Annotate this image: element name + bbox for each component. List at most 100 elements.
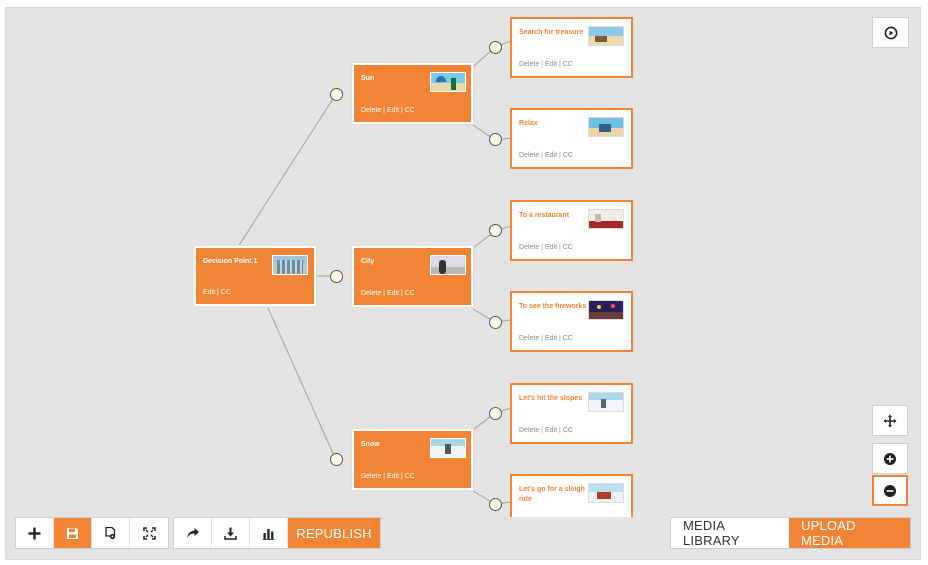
node-title: City [361,258,375,265]
edit-link[interactable]: Edit [544,61,558,68]
edit-link[interactable]: Edit [386,290,400,297]
connector-knob[interactable] [330,270,343,283]
cc-link[interactable]: CC [404,473,415,480]
node-title: Relax [519,120,538,127]
node-actions: Delete | Edit | CC [519,427,573,434]
node-title: Snow [361,441,380,448]
connector-knob[interactable] [330,453,343,466]
decision-point-node[interactable]: Decision Point 1 Edit | CC [194,246,316,306]
cc-link[interactable]: CC [404,107,415,114]
node-title: Let's go for a sleigh ride [519,486,585,503]
download-icon [224,527,237,540]
connector-line [267,307,337,461]
cc-link[interactable]: CC [562,61,573,68]
edit-link[interactable]: Edit [544,152,558,159]
branch-node-sun[interactable]: Sun Delete | Edit | CC [352,63,473,124]
connector-knob[interactable] [489,224,502,237]
cc-link[interactable]: CC [562,152,573,159]
share-button[interactable] [174,518,212,548]
publish-toolbar: REPUBLISH [173,517,381,549]
connector-knob[interactable] [330,88,343,101]
copy-settings-icon [105,526,116,539]
node-actions: Delete | Edit | CC [519,335,573,342]
cc-link[interactable]: CC [562,427,573,434]
node-actions: Delete | Edit | CC [361,290,415,297]
node-title: To a restaurant [519,212,570,219]
fullscreen-icon [142,526,156,540]
edit-link[interactable]: Edit [203,289,216,296]
delete-link[interactable]: Delete [361,473,382,480]
node-actions: Delete | Edit | CC [361,107,415,114]
node-title: Sun [361,75,375,82]
leaf-node-lets-hit-the-slopes[interactable]: Let's hit the slopes Delete | Edit | CC [510,383,633,444]
stats-button[interactable] [250,518,288,548]
leaf-node-search-for-treasure[interactable]: Search for treasure Delete | Edit | CC [510,17,633,78]
node-thumbnail [588,392,624,412]
node-title: Decision Point 1 [203,258,258,265]
delete-link[interactable]: Delete [361,107,382,114]
plus-icon [28,527,41,539]
node-thumbnail [588,483,624,503]
branch-node-city[interactable]: City Delete | Edit | CC [352,246,473,307]
connector-knob[interactable] [489,41,502,54]
zoom-out-button[interactable] [872,475,908,506]
connector-knob[interactable] [489,407,502,420]
node-thumbnail [272,255,308,275]
republish-button[interactable]: REPUBLISH [288,518,380,548]
leaf-node-to-see-the-fireworks[interactable]: To see the fireworks Delete | Edit | CC [510,291,633,352]
zoom-in-button[interactable] [872,443,908,474]
node-thumbnail [588,209,624,229]
delete-link[interactable]: Delete [519,152,540,159]
edit-link[interactable]: Edit [544,427,558,434]
move-icon [883,414,897,427]
delete-link[interactable]: Delete [519,427,540,434]
node-title: Let's hit the slopes [519,395,583,402]
node-thumbnail [430,438,466,458]
cc-link[interactable]: CC [562,335,573,342]
connector-knob[interactable] [489,316,502,329]
leaf-node-relax[interactable]: Relax Delete | Edit | CC [510,108,633,169]
node-thumbnail [430,72,466,92]
connector-knob[interactable] [489,498,502,511]
connector-line [237,93,337,248]
save-icon [67,527,78,539]
upload-media-button[interactable]: UPLOAD MEDIA [789,518,910,548]
node-thumbnail [588,26,624,46]
branch-node-snow[interactable]: Snow Delete | Edit | CC [352,429,473,490]
leaf-node-lets-go-for-a-sleigh-ride[interactable]: Let's go for a sleigh ride [510,474,633,517]
add-button[interactable] [16,518,54,548]
node-actions: Edit | CC [203,289,231,296]
delete-link[interactable]: Delete [519,335,540,342]
edit-link[interactable]: Edit [386,107,400,114]
node-actions: Delete | Edit | CC [519,244,573,251]
node-thumbnail [588,300,624,320]
leaf-node-to-a-restaurant[interactable]: To a restaurant Delete | Edit | CC [510,200,633,261]
edit-link[interactable]: Edit [544,244,558,251]
share-icon [186,527,199,538]
node-actions: Delete | Edit | CC [361,473,415,480]
media-toolbar: MEDIA LIBRARY UPLOAD MEDIA [670,517,911,549]
cc-link[interactable]: CC [220,289,231,296]
connector-knob[interactable] [489,133,502,146]
pan-button[interactable] [872,405,908,436]
copy-settings-button[interactable] [92,518,130,548]
node-thumbnail [588,117,624,137]
node-title: To see the fireworks [519,303,587,310]
preview-play-button[interactable] [872,17,909,48]
play-icon [884,26,897,39]
zoom-out-icon [884,484,896,497]
save-button[interactable] [54,518,92,548]
cc-link[interactable]: CC [562,244,573,251]
delete-link[interactable]: Delete [519,244,540,251]
edit-link[interactable]: Edit [386,473,400,480]
delete-link[interactable]: Delete [361,290,382,297]
media-library-button[interactable]: MEDIA LIBRARY [683,518,740,548]
node-title: Search for treasure [519,29,584,36]
edit-link[interactable]: Edit [544,335,558,342]
node-thumbnail [430,255,466,275]
cc-link[interactable]: CC [404,290,415,297]
fullscreen-button[interactable] [130,518,168,548]
delete-link[interactable]: Delete [519,61,540,68]
node-actions: Delete | Edit | CC [519,152,573,159]
download-button[interactable] [212,518,250,548]
